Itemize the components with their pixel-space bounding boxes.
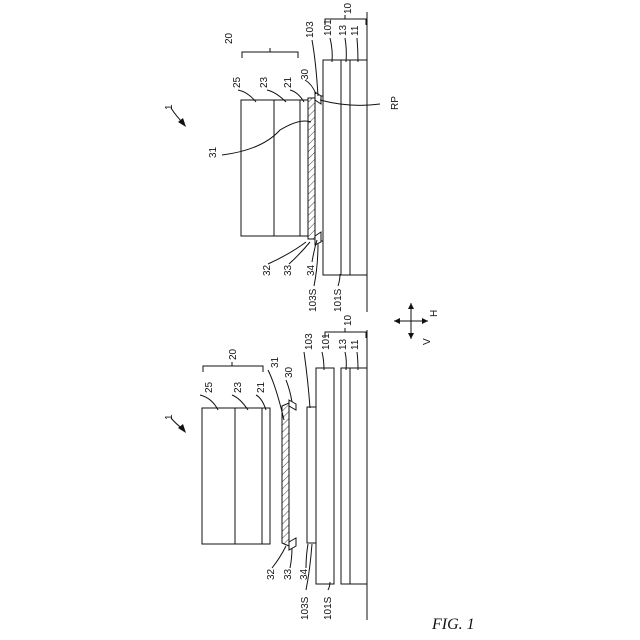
layer-23 [274, 100, 300, 236]
label-21-bottom: 21 [256, 381, 267, 393]
direction-indicator: H V [394, 303, 440, 345]
label-13: 13 [338, 24, 349, 36]
label-assembly-1-top: 1 [164, 104, 175, 110]
label-21: 21 [283, 76, 294, 88]
label-11-bottom: 11 [350, 339, 361, 350]
leader-101S [338, 274, 340, 286]
layer-23-bottom [235, 408, 262, 544]
label-10-bottom: 10 [343, 314, 354, 326]
layer-25-bottom [202, 408, 235, 544]
leader-30-bottom [286, 380, 292, 402]
label-32-bottom: 32 [266, 568, 277, 580]
layer-13-bottom [341, 368, 350, 584]
v-arrow-up [408, 303, 414, 309]
bracket-20 [242, 48, 298, 58]
leader-13-bottom [345, 352, 346, 370]
label-103S: 103S [308, 288, 319, 312]
leader-101-bottom [322, 352, 324, 370]
top-assembly [171, 12, 380, 312]
layer-103-bottom [307, 407, 316, 543]
label-RP: RP [390, 96, 401, 110]
leader-103-bottom [304, 352, 310, 408]
label-assembly-1-bottom: 1 [164, 414, 175, 420]
axis-label-V: V [422, 338, 433, 345]
label-31: 31 [208, 146, 219, 158]
layer-11 [350, 60, 367, 275]
label-31-bottom: 31 [270, 356, 281, 368]
layer-13 [341, 60, 350, 275]
leader-34-bottom [306, 544, 308, 568]
label-101: 101 [323, 19, 334, 36]
element-30-hatched-bottom [282, 403, 289, 546]
label-101-bottom: 101 [321, 333, 332, 350]
layer-101-bottom [316, 368, 334, 584]
leader-30 [305, 80, 316, 94]
label-23: 23 [259, 76, 270, 88]
leader-13 [345, 38, 346, 62]
label-103S-bottom: 103S [300, 596, 311, 620]
assembly-arrowhead-bottom [178, 424, 186, 433]
bracket-20-bottom [203, 362, 263, 372]
label-34: 34 [306, 264, 317, 276]
element-30-hatched [308, 98, 315, 239]
label-30-bottom: 30 [284, 366, 295, 378]
label-13-bottom: 13 [338, 338, 349, 350]
label-34-bottom: 34 [299, 568, 310, 580]
leader-32-bottom [272, 546, 286, 568]
v-arrow-down [408, 333, 414, 339]
h-arrow-right [422, 318, 428, 324]
label-32: 32 [262, 264, 273, 276]
label-101S: 101S [333, 288, 344, 312]
layer-103 [315, 96, 323, 241]
figure-caption: FIG. 1 [431, 616, 475, 633]
layer-11-bottom [350, 368, 367, 584]
label-30: 30 [300, 68, 311, 80]
axis-label-H: H [429, 310, 440, 317]
layer-25 [241, 100, 274, 236]
leader-33 [289, 242, 310, 264]
label-101S-bottom: 101S [323, 596, 334, 620]
h-arrow-left [394, 318, 400, 324]
label-23-bottom: 23 [233, 381, 244, 393]
leader-11 [357, 38, 358, 62]
label-20-bottom: 20 [228, 348, 239, 360]
label-103-bottom: 103 [304, 333, 315, 350]
label-11: 11 [350, 25, 361, 36]
layer-21-bottom [262, 408, 270, 544]
leader-33-bottom [290, 548, 292, 568]
leader-101 [330, 38, 332, 62]
leader-11-bottom [357, 352, 358, 370]
label-20: 20 [224, 32, 235, 44]
label-25-bottom: 25 [204, 381, 215, 393]
label-25: 25 [232, 76, 243, 88]
label-10: 10 [343, 2, 354, 14]
element-30-top-tab-bottom [289, 400, 296, 410]
layer-21 [300, 100, 308, 236]
label-103: 103 [305, 21, 316, 38]
layer-101 [323, 60, 341, 275]
label-33: 33 [283, 264, 294, 276]
label-33-bottom: 33 [283, 568, 294, 580]
